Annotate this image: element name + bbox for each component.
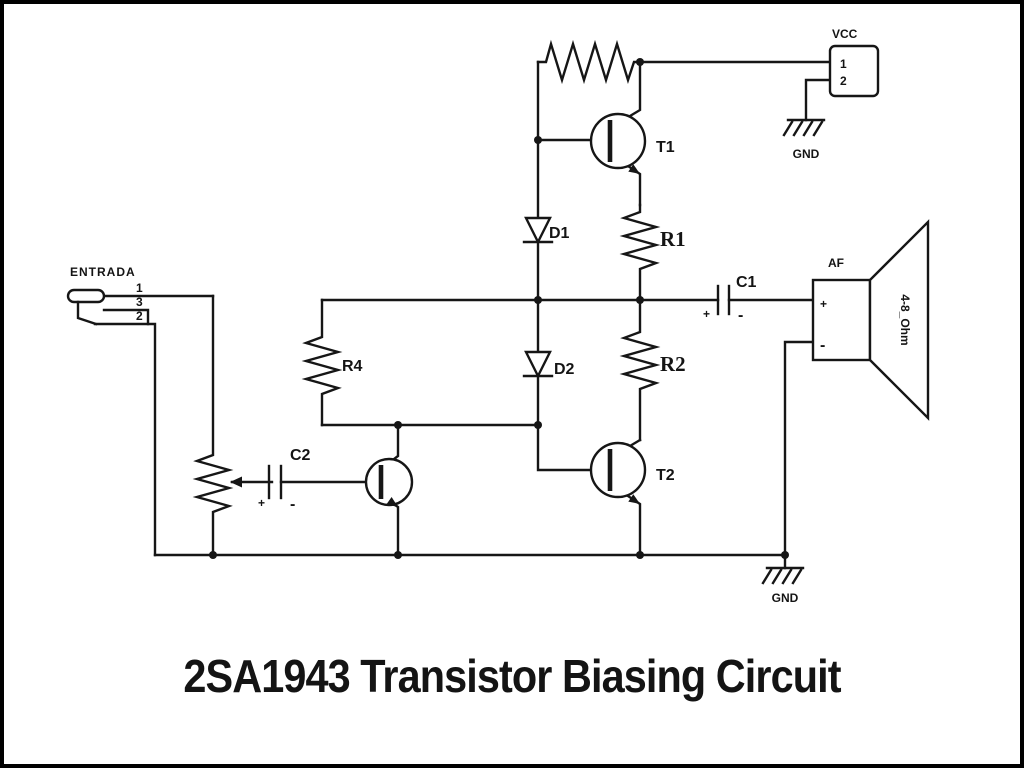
c1-minus-sign: - [738,307,743,324]
diode-d1: D1 [522,216,570,245]
speaker-plus-sign: + [820,297,827,311]
r1-label: R1 [660,227,686,251]
c1-plus-sign: + [703,307,710,321]
input-pin3-wire [102,308,150,326]
junction-dots [209,58,789,559]
gnd-bottom-hatch-icon [761,568,803,585]
driver-emitter-arrow-icon [386,497,398,507]
vcc-box [828,44,880,98]
speaker-terminal-box [811,278,872,362]
wires [93,39,832,570]
t1-label: T1 [656,139,675,156]
transistor-t1: T1 [589,112,675,174]
capacitor-c1: C1 + - [703,274,757,324]
input-pin2-number: 2 [136,309,143,323]
top-rail-resistor [536,39,832,85]
junction-dot [534,421,542,429]
speaker-return-wire [783,340,815,570]
d2-triangle-icon [524,350,552,379]
speaker-cone-icon [868,219,930,421]
gnd-top-label: GND [793,147,820,161]
diode-d2: D2 [522,350,575,379]
input-label: ENTRADA [70,265,136,279]
vcc-label: VCC [832,27,858,41]
r4-resistor [301,298,343,427]
speaker: AF + - 4-8_Ohm [811,219,930,421]
vcc-pin1-number: 1 [840,57,847,71]
pot-wiper-arrow-icon [230,476,242,488]
driver-transistor [364,457,414,507]
junction-dot [636,58,644,66]
speaker-af-label: AF [828,256,844,270]
driver-transistor-body [364,457,414,507]
input-pin2-wire [93,322,157,557]
pot-resistor [192,294,234,557]
r2-resistor [619,298,661,442]
d2-label: D2 [554,361,575,378]
capacitor-c2: C2 + - [258,447,311,513]
transistor-t2: T2 [589,441,675,504]
speaker-minus-sign: - [820,337,825,354]
t2-label: T2 [656,467,675,484]
r4-label: R4 [342,358,363,375]
ground-bottom: GND [761,566,805,605]
jack-plug-icon [66,288,106,304]
vcc-connector: VCC 1 2 [828,27,880,98]
gnd-bottom-label: GND [772,591,799,605]
t1-body [589,112,647,170]
input-pin3-number: 3 [136,295,143,309]
junction-dot [209,551,217,559]
t1-emitter-arrow-icon [628,164,640,174]
junction-dot [636,551,644,559]
c2-minus-sign: - [290,496,295,513]
gnd-top-hatch-icon [782,120,824,137]
junction-dot [394,551,402,559]
bias-string-vertical [536,60,612,472]
r1-resistor [619,203,661,302]
speaker-impedance-label: 4-8_Ohm [898,294,912,345]
c2-label: C2 [290,447,311,464]
vcc-gnd-wire [804,78,832,122]
c2-plus-sign: + [258,496,265,510]
vcc-pin2-number: 2 [840,74,847,88]
ground-top: GND [782,118,826,161]
jack-sleeve-hook [76,300,98,326]
c1-label: C1 [736,274,757,291]
junction-dot [534,136,542,144]
t2-emitter-arrow-icon [628,494,640,504]
input-connector: ENTRADA 1 3 2 [66,265,143,326]
t2-body [589,441,647,499]
page-title: 2SA1943 Transistor Biasing Circuit [183,651,841,703]
d1-label: D1 [549,225,570,242]
input-pin1-number: 1 [136,281,143,295]
junction-dot [636,296,644,304]
d1-triangle-icon [524,216,552,245]
junction-dot [781,551,789,559]
junction-dot [534,296,542,304]
junction-dot [394,421,402,429]
r2-label: R2 [660,352,686,376]
